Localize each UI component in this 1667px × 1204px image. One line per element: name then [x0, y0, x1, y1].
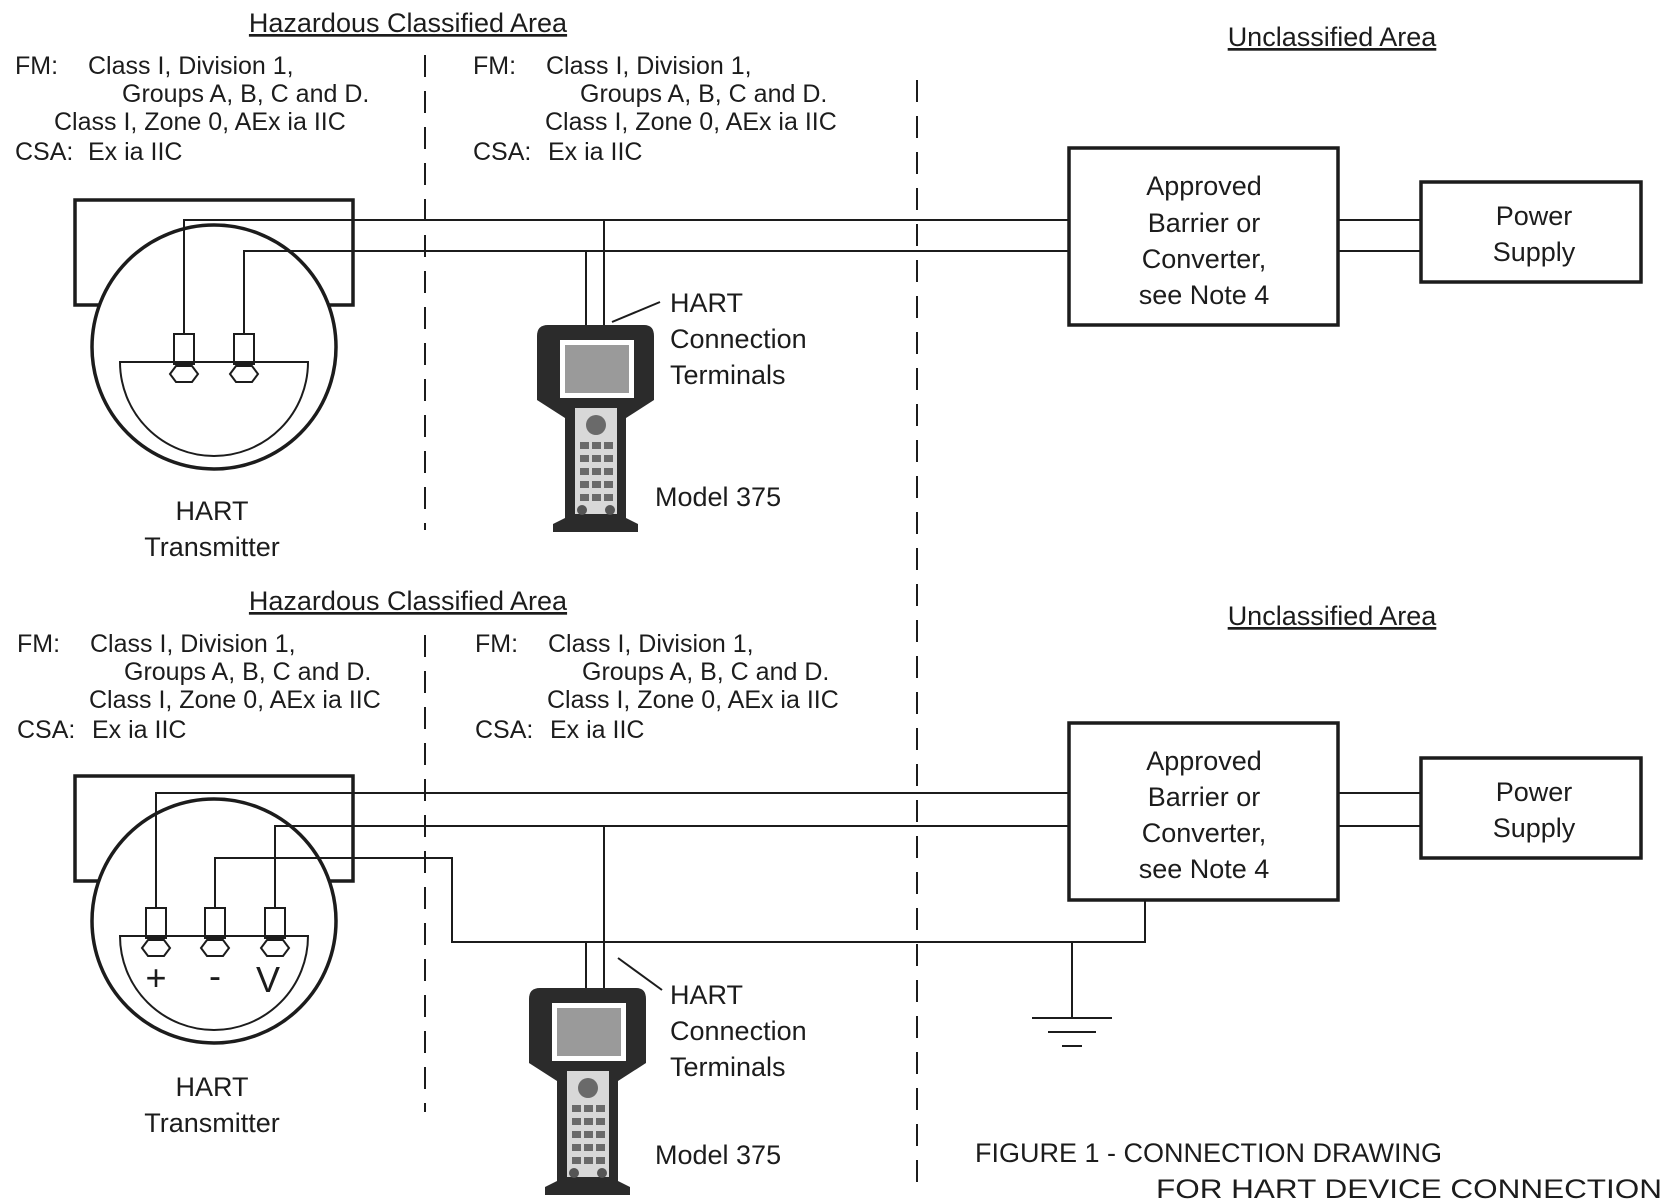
- terminal-plus-label: +: [145, 957, 166, 998]
- transmitter-label: Transmitter: [144, 532, 280, 562]
- ground-symbol: [1032, 942, 1112, 1047]
- barrier-label: Converter,: [1142, 818, 1267, 848]
- fm-label: FM:: [475, 630, 518, 658]
- fm-zone: Class I, Zone 0, AEx ia IIC: [547, 686, 839, 714]
- transmitter-label: Transmitter: [144, 1108, 280, 1138]
- hart-terminals-label: Terminals: [670, 1052, 786, 1082]
- barrier-label: Approved: [1146, 171, 1262, 201]
- fm-class-division: Class I, Division 1,: [548, 630, 754, 658]
- hart-transmitter: [73, 774, 355, 1045]
- hart-terminals-label: HART: [670, 980, 743, 1010]
- terminal-minus-label: -: [209, 955, 221, 996]
- transmitter-body: [90, 223, 338, 471]
- barrier-label: see Note 4: [1139, 280, 1270, 310]
- barrier-label: Barrier or: [1148, 782, 1261, 812]
- fm-groups: Groups A, B, C and D.: [122, 80, 369, 108]
- csa-label: CSA:: [475, 716, 533, 744]
- model-375-communicator: [529, 988, 646, 1195]
- csa-label: CSA:: [15, 138, 73, 166]
- barrier-label: Barrier or: [1148, 208, 1261, 238]
- fm-label: FM:: [15, 52, 58, 80]
- navigation-pad: [578, 1078, 598, 1098]
- fm-zone: Class I, Zone 0, AEx ia IIC: [89, 686, 381, 714]
- power-supply-box: [1419, 180, 1643, 284]
- hazardous-area-title: Hazardous Classified Area: [249, 586, 568, 616]
- figure-caption-line1: FIGURE 1 - CONNECTION DRAWING: [975, 1138, 1442, 1168]
- hart-transmitter: [73, 198, 355, 471]
- fm-class-division: Class I, Division 1,: [90, 630, 296, 658]
- power-supply-box: [1419, 756, 1643, 860]
- barrier-label: Converter,: [1142, 244, 1267, 274]
- fm-class-division: Class I, Division 1,: [546, 52, 752, 80]
- left-certification-block: FM: Class I, Division 1, Groups A, B, C …: [17, 630, 381, 744]
- transmitter-label: HART: [175, 1072, 248, 1102]
- power-supply-label: Power: [1496, 201, 1573, 231]
- fm-groups: Groups A, B, C and D.: [582, 658, 829, 686]
- transmitter-label: HART: [175, 496, 248, 526]
- terminal-v-label: V: [256, 959, 280, 1000]
- power-supply-label: Supply: [1493, 813, 1576, 843]
- right-certification-block: FM: Class I, Division 1, Groups A, B, C …: [475, 630, 839, 744]
- model-375-label: Model 375: [655, 482, 781, 512]
- csa-label: CSA:: [17, 716, 75, 744]
- panel-bottom: Hazardous Classified Area Unclassified A…: [17, 586, 1643, 1195]
- navigation-pad: [586, 415, 606, 435]
- fm-label: FM:: [473, 52, 516, 80]
- hart-terminals-label: HART: [670, 288, 743, 318]
- fm-groups: Groups A, B, C and D.: [580, 80, 827, 108]
- fm-class-division: Class I, Division 1,: [88, 52, 294, 80]
- loop-wiring: [183, 219, 1421, 334]
- approved-barrier-box: [1067, 146, 1340, 327]
- fm-label: FM:: [17, 630, 60, 658]
- model-375-label: Model 375: [655, 1140, 781, 1170]
- fm-groups: Groups A, B, C and D.: [124, 658, 371, 686]
- fm-zone: Class I, Zone 0, AEx ia IIC: [54, 108, 346, 136]
- panel-top: Hazardous Classified Area Unclassified A…: [15, 8, 1643, 562]
- power-supply-label: Supply: [1493, 237, 1576, 267]
- figure-caption-line2: FOR HART DEVICE CONNECTION: [1156, 1174, 1662, 1204]
- right-certification-block: FM: Class I, Division 1, Groups A, B, C …: [473, 52, 837, 166]
- barrier-label: Approved: [1146, 746, 1262, 776]
- csa-value: Ex ia IIC: [548, 138, 642, 166]
- csa-value: Ex ia IIC: [92, 716, 186, 744]
- fm-zone: Class I, Zone 0, AEx ia IIC: [545, 108, 837, 136]
- transmitter-body: [90, 797, 338, 1045]
- left-certification-block: FM: Class I, Division 1, Groups A, B, C …: [15, 52, 369, 166]
- hazardous-area-title: Hazardous Classified Area: [249, 8, 568, 38]
- unclassified-area-title: Unclassified Area: [1228, 601, 1438, 631]
- loop-wiring: [155, 792, 1421, 991]
- approved-barrier-box: [1067, 721, 1340, 902]
- hart-terminals-label: Terminals: [670, 360, 786, 390]
- keypad-keys: [572, 1105, 605, 1164]
- communicator-display: [565, 345, 629, 393]
- communicator-display: [557, 1008, 621, 1056]
- barrier-label: see Note 4: [1139, 854, 1270, 884]
- power-supply-label: Power: [1496, 777, 1573, 807]
- unclassified-area-title: Unclassified Area: [1228, 22, 1438, 52]
- keypad-keys: [580, 442, 613, 501]
- hart-terminals-label: Connection: [670, 1016, 807, 1046]
- terminal-block: [118, 935, 310, 1031]
- csa-value: Ex ia IIC: [550, 716, 644, 744]
- csa-value: Ex ia IIC: [88, 138, 182, 166]
- terminal-block: [118, 361, 310, 457]
- model-375-communicator: [537, 325, 654, 532]
- csa-label: CSA:: [473, 138, 531, 166]
- hart-terminals-label: Connection: [670, 324, 807, 354]
